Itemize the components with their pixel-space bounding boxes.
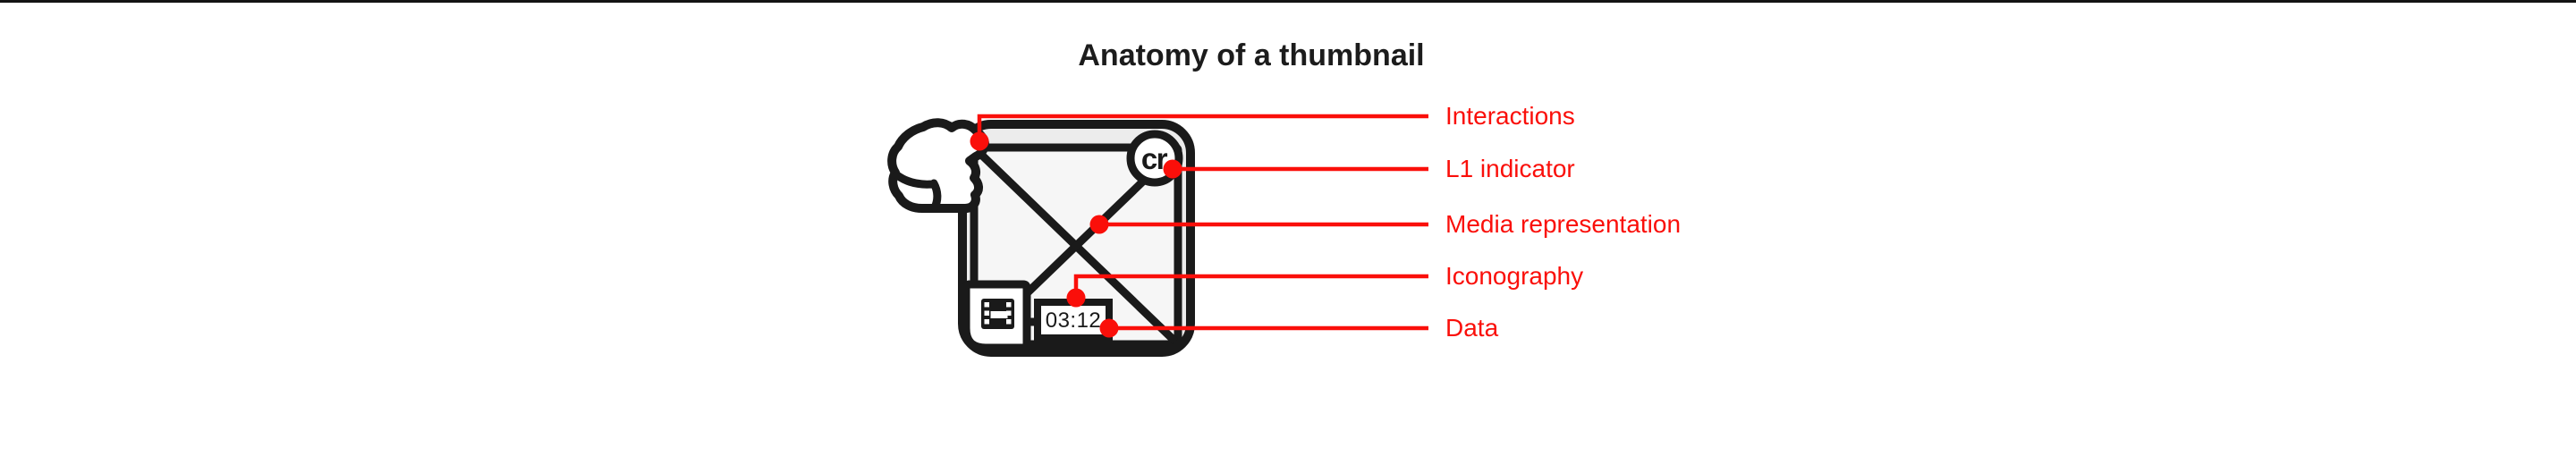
film-chip (962, 280, 1031, 352)
pointer-hand-icon (887, 118, 989, 213)
callout-lines (970, 114, 1428, 338)
callout-line-iconography (1073, 274, 1428, 292)
thumbnail-anatomy-illustration: cr 03:12 (887, 114, 1428, 357)
page-title: Anatomy of a thumbnail (1078, 38, 1425, 72)
callout-dot-data (1099, 318, 1119, 338)
callout-label-l1-indicator: L1 indicator (1445, 155, 1575, 182)
film-strip-icon (981, 299, 1014, 329)
duration-text: 03:12 (1046, 308, 1102, 333)
callout-label-data: Data (1445, 314, 1499, 342)
callout-dot-iconography (1066, 288, 1086, 308)
callout-label-interactions: Interactions (1445, 102, 1575, 130)
callout-line-interactions (977, 114, 1428, 136)
duration-badge: 03:12 (1034, 299, 1113, 342)
callout-label-iconography: Iconography (1445, 262, 1584, 290)
callout-dot-l1-indicator (1163, 159, 1182, 179)
callout-dot-media-representation (1089, 215, 1109, 234)
callout-dot-interactions (970, 131, 989, 151)
callout-label-media-representation: Media representation (1445, 210, 1682, 238)
top-border-bar (0, 0, 2576, 3)
